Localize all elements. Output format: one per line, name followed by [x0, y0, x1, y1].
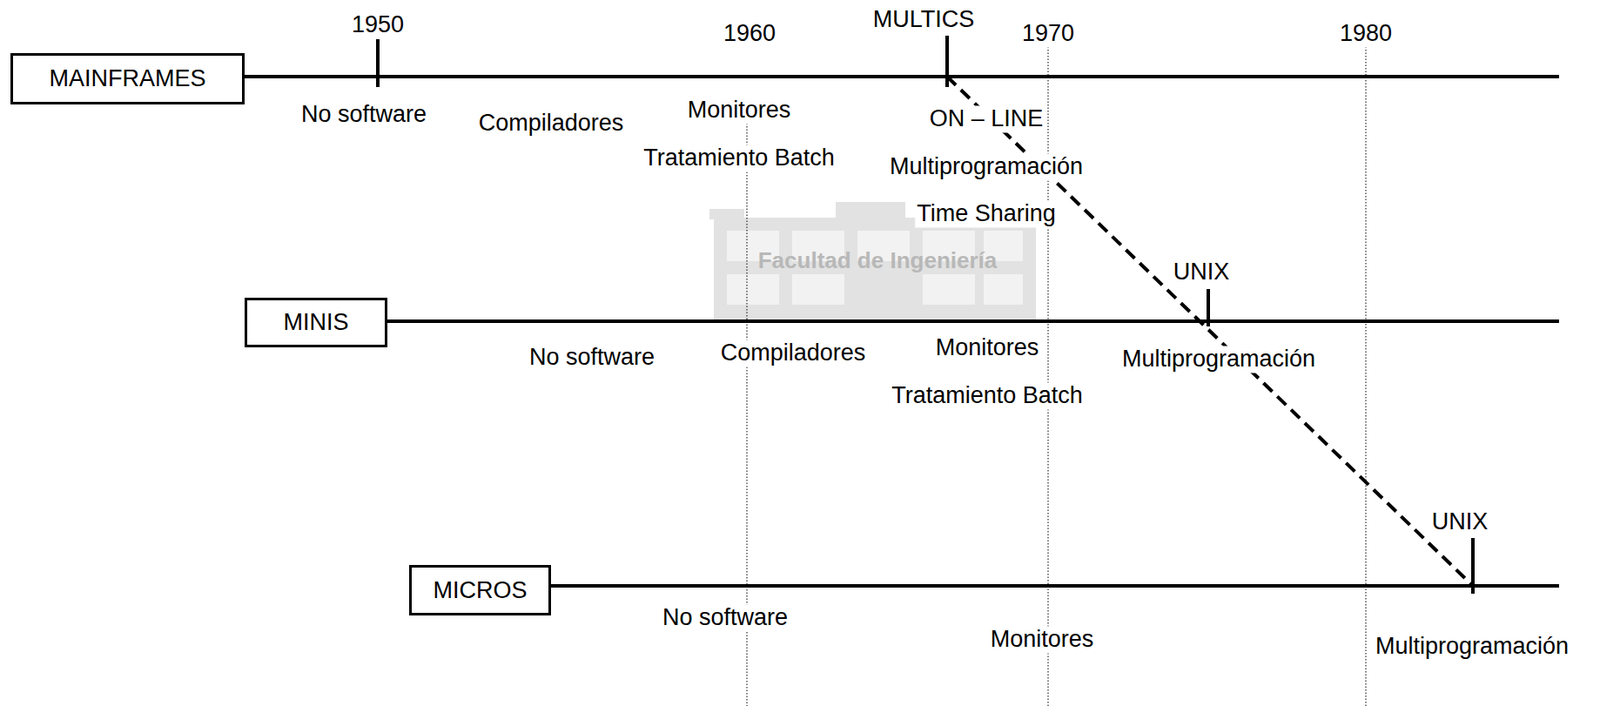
platform-name: MAINFRAMES: [48, 65, 206, 93]
platform-name: MICROS: [433, 577, 528, 605]
platform-box: MICROS: [409, 564, 552, 616]
event-label: MULTICS: [871, 6, 977, 34]
event-tick: [377, 35, 1473, 594]
event-label: UNIX: [1430, 508, 1491, 536]
year-label: 1950: [349, 11, 406, 39]
platform-box: MINIS: [244, 297, 388, 348]
era-label: ON – LINE: [927, 105, 1046, 133]
year-label: 1980: [1337, 20, 1394, 48]
era-label: No software: [299, 100, 429, 128]
era-label: Multiprogramación: [887, 153, 1085, 181]
era-label: Monitores: [988, 625, 1096, 653]
era-label: Tratamiento Batch: [889, 382, 1085, 410]
era-label: Tratamiento Batch: [641, 144, 837, 172]
year-label: 1960: [721, 20, 778, 48]
watermark: Facultad de Ingeniería: [756, 248, 1000, 275]
year-label: 1970: [1020, 20, 1076, 48]
timeline-axis: [244, 76, 1560, 586]
era-label: Multiprogramación: [1373, 632, 1571, 660]
era-label: Multiprogramación: [1120, 345, 1318, 373]
era-label: Monitores: [685, 96, 794, 124]
event-label: UNIX: [1171, 258, 1232, 286]
era-label: Monitores: [934, 334, 1042, 362]
era-label: Time Sharing: [914, 200, 1058, 228]
era-label: Compiladores: [477, 109, 626, 137]
platform-name: MINIS: [282, 309, 349, 337]
era-label: No software: [660, 604, 790, 632]
era-label: No software: [527, 343, 657, 371]
platform-box: MAINFRAMES: [10, 53, 245, 105]
era-label: Compiladores: [719, 339, 868, 367]
decade-gridline: [746, 43, 1366, 706]
